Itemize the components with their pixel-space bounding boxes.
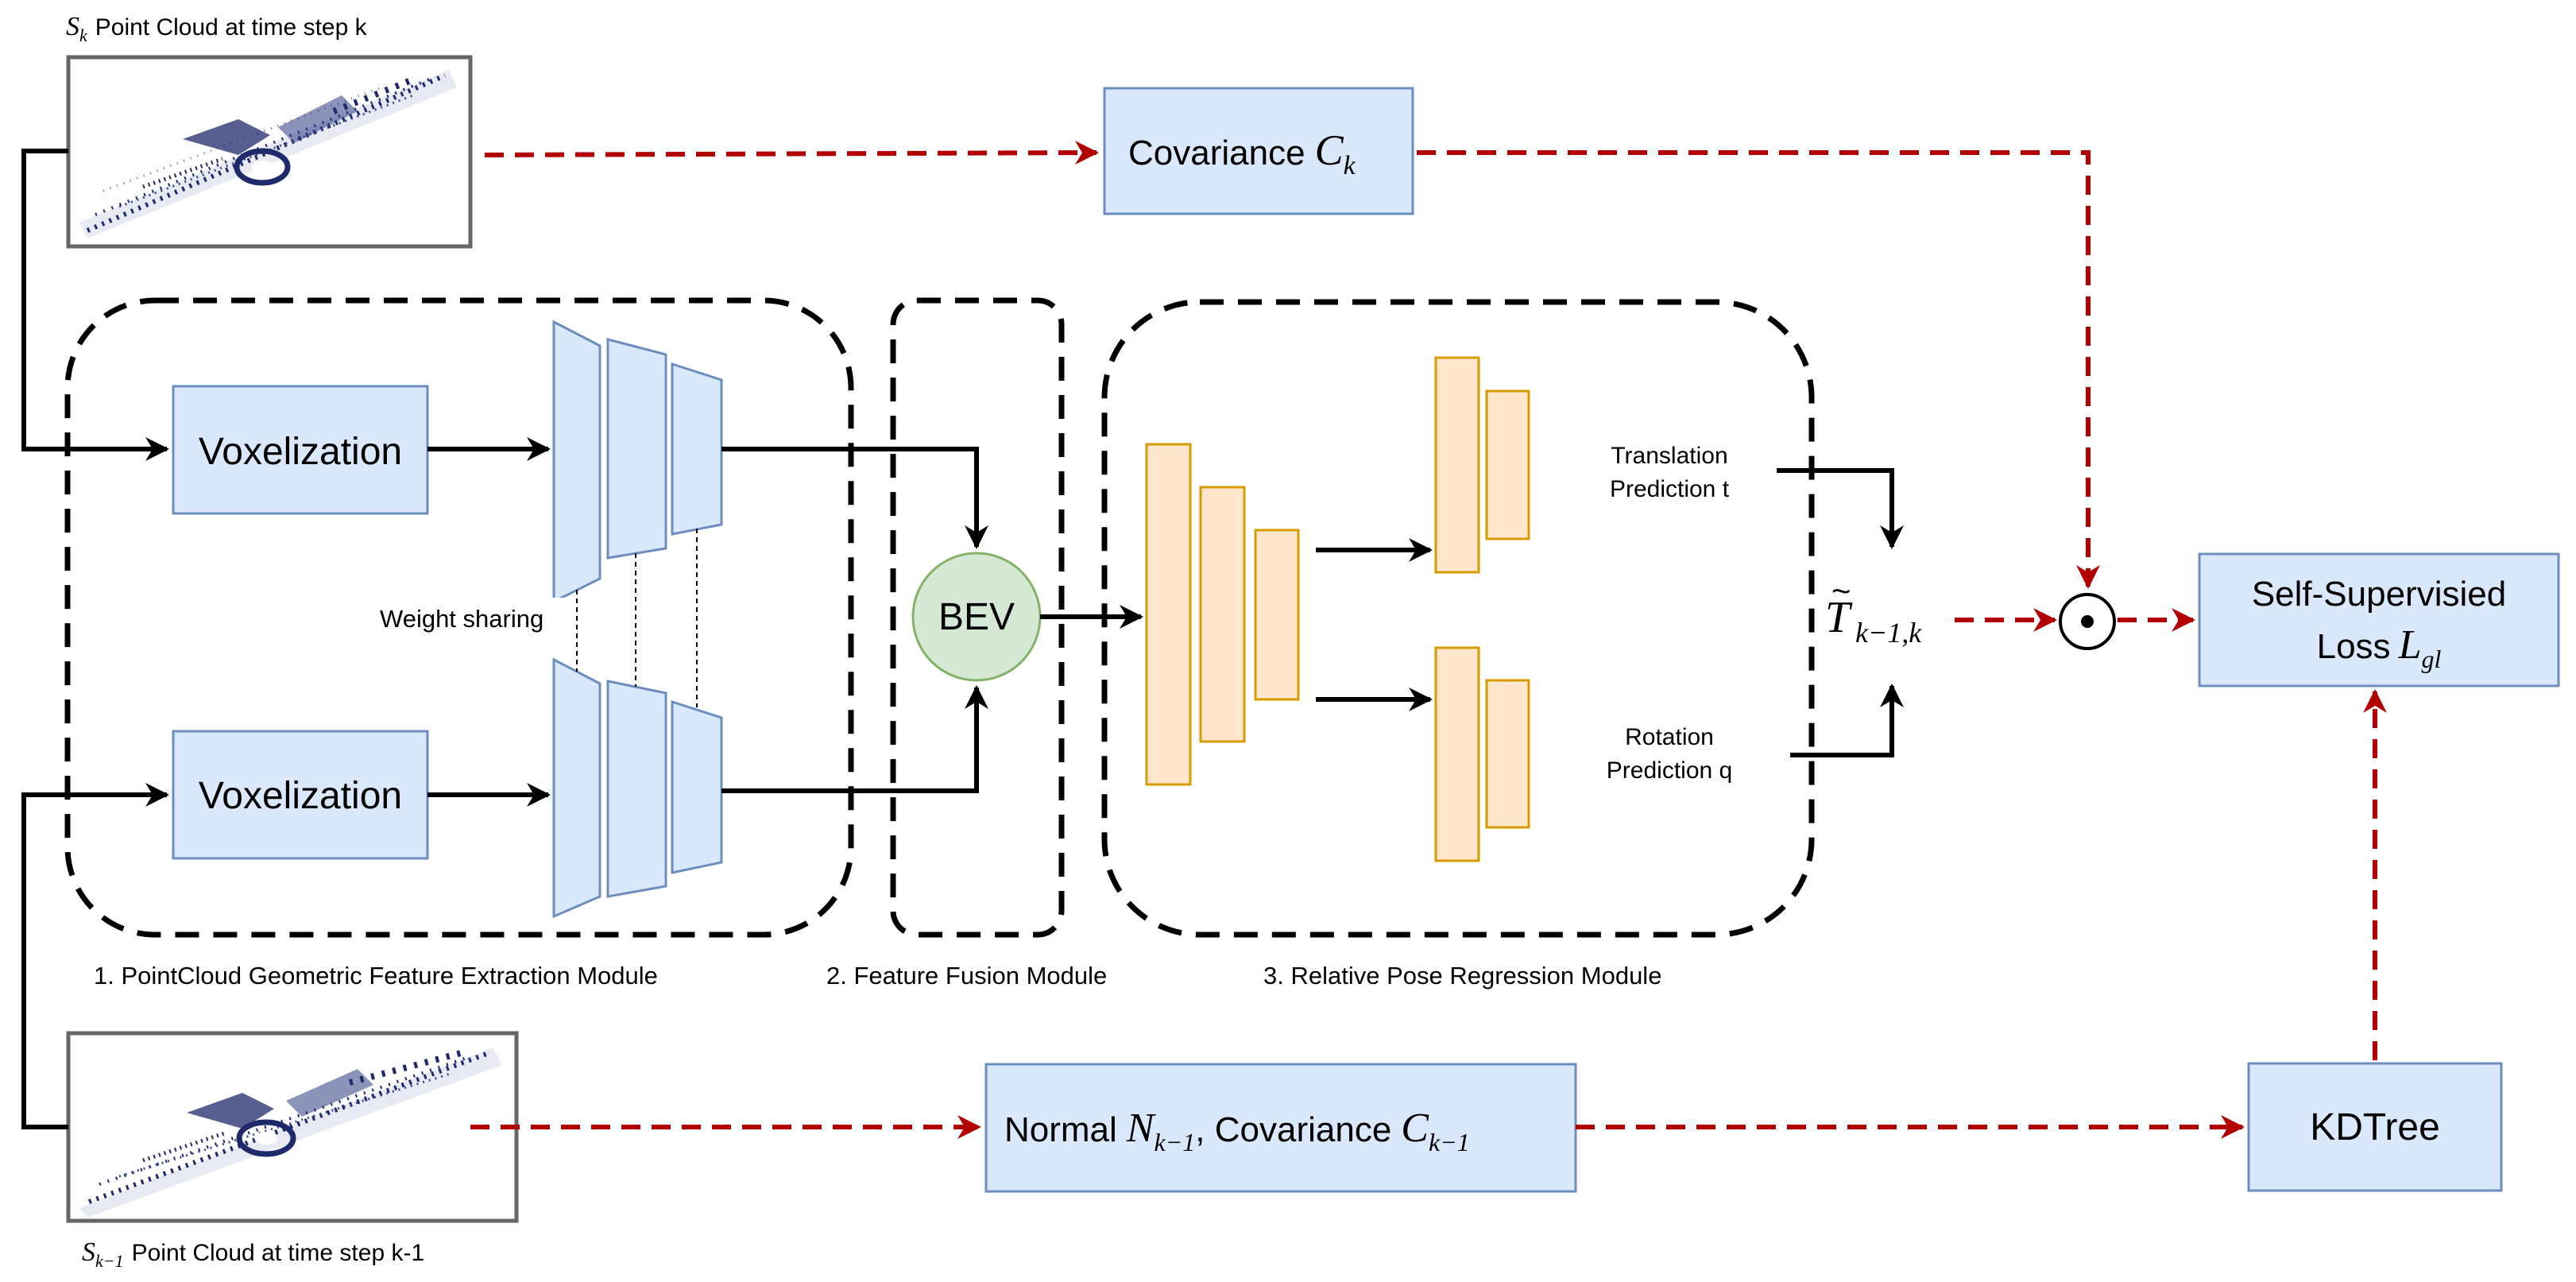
transform-symbol: T xyxy=(1825,593,1853,642)
normal-covariance-box xyxy=(984,1063,1577,1193)
transform-subscript: k−1,k xyxy=(1855,617,1922,649)
bev-label: BEV xyxy=(938,596,1015,638)
voxelization-bottom-box xyxy=(172,730,429,860)
loss-box xyxy=(2198,552,2560,687)
encoder-bottom xyxy=(552,657,723,919)
kdtree-box xyxy=(2247,1062,2503,1192)
module-3-label: 3. Relative Pose Regression Module xyxy=(1263,962,1661,990)
weight-sharing-label-bg xyxy=(373,598,566,636)
voxelization-top-label: Voxelization xyxy=(199,431,402,473)
regression-backbone xyxy=(1145,443,1300,786)
kdtree-label: KDTree xyxy=(2310,1106,2440,1148)
covariance-top-box xyxy=(1103,87,1414,215)
lidar-scan-bottom-image xyxy=(79,1048,502,1218)
translation-head xyxy=(1434,356,1530,574)
hadamard-operator xyxy=(2059,593,2116,650)
module-1-container xyxy=(64,297,854,938)
voxelization-bottom-label: Voxelization xyxy=(199,775,402,817)
rotation-head xyxy=(1434,646,1530,862)
transform-estimate: T ~ k−1,k xyxy=(1825,572,1922,649)
lidar-scan-top-image xyxy=(79,70,457,238)
module-2-container xyxy=(890,297,1065,938)
weight-sharing-label: Weight sharing xyxy=(380,605,543,633)
module-2-label: 2. Feature Fusion Module xyxy=(826,962,1107,990)
encoder-top xyxy=(552,320,723,604)
loss-line1: Self-Supervisied xyxy=(2252,575,2506,614)
supervision-flow-arrows xyxy=(470,141,2387,1139)
weight-sharing-connectors xyxy=(576,529,698,707)
solid-flow-arrows xyxy=(21,149,1904,1129)
module-1-label: 1. PointCloud Geometric Feature Extracti… xyxy=(94,962,658,990)
voxelization-top-box xyxy=(172,385,429,515)
transform-tilde: ~ xyxy=(1831,572,1851,610)
